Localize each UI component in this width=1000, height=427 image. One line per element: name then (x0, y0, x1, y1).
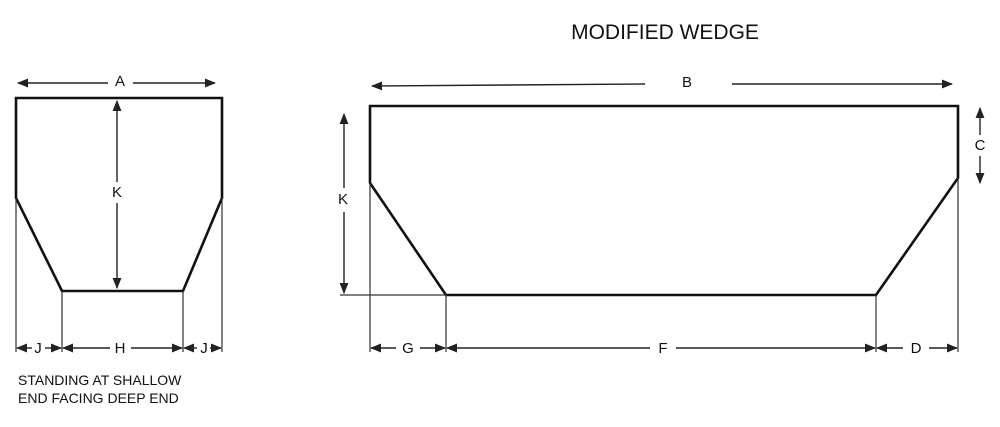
longitudinal-outline (368, 104, 960, 297)
label-k-side: K (112, 184, 122, 201)
label-b: B (682, 74, 692, 91)
dimension-c: C (975, 106, 986, 185)
dimension-j-right: J (182, 340, 223, 357)
dimension-k-length: K (338, 112, 349, 295)
label-d: D (911, 340, 922, 357)
dimension-k-side: K (112, 99, 122, 290)
longitudinal-view: B K C G F D (338, 74, 986, 357)
dimension-h: H (61, 340, 184, 357)
dimension-g: G (369, 340, 447, 357)
caption-line-2: END FACING DEEP END (18, 390, 179, 406)
label-j-right: J (200, 340, 208, 357)
label-h: H (115, 340, 126, 357)
dimension-j-left: J (15, 340, 63, 357)
label-g: G (402, 340, 414, 357)
cross-section-view: A K J H J STANDING AT SHALLOW END FACING… (14, 73, 224, 406)
dimension-b: B (370, 74, 954, 91)
dimension-f: F (445, 340, 877, 357)
label-f: F (658, 340, 667, 357)
caption-line-1: STANDING AT SHALLOW (18, 372, 182, 388)
label-c: C (975, 137, 986, 154)
dimension-a: A (16, 73, 217, 90)
diagram-title: MODIFIED WEDGE (571, 21, 759, 44)
label-a: A (115, 73, 125, 90)
dimension-d: D (875, 340, 959, 357)
label-k-length: K (338, 191, 348, 208)
label-j-left: J (34, 340, 42, 357)
